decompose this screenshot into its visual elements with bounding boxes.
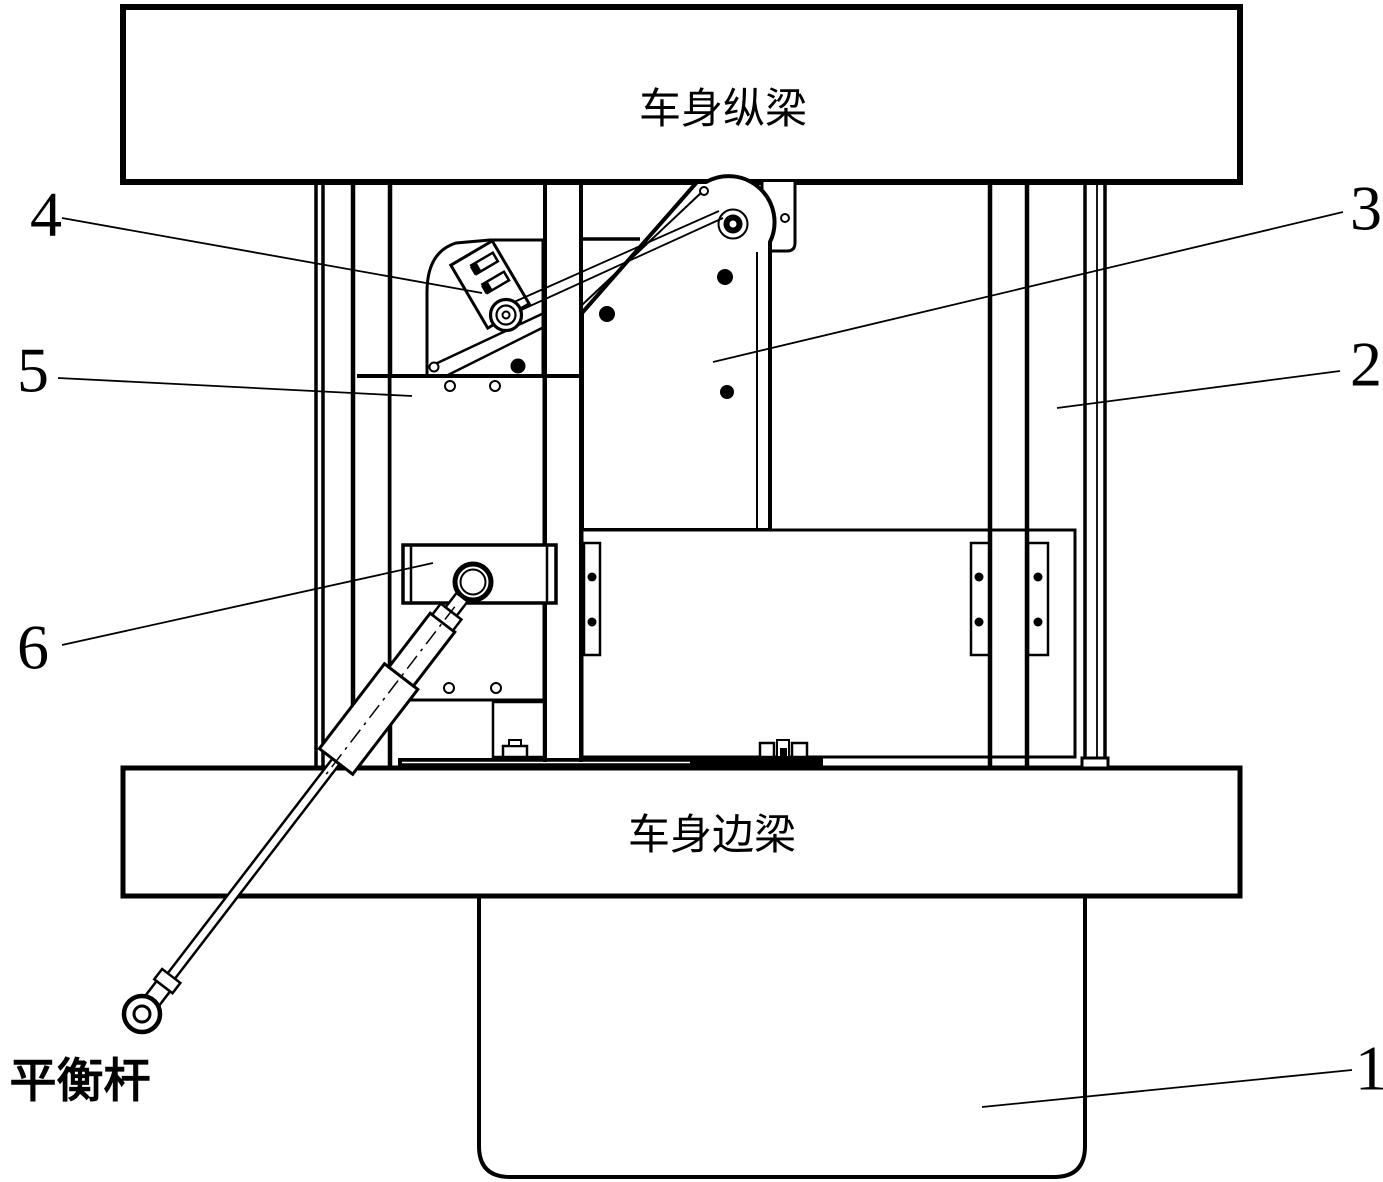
right-narrow-post-part-2: [1080, 182, 1110, 770]
base-plate: [398, 758, 823, 767]
mounting-plate: [580, 528, 1077, 759]
leader-5: [57, 377, 413, 397]
rod-anchor-part-6: [401, 543, 558, 605]
right-wide-post: [987, 182, 1030, 768]
centerline: [323, 606, 456, 778]
pivot-ring: [717, 208, 749, 240]
central-post: [543, 182, 583, 762]
bottom-beam: 车身边梁: [120, 765, 1243, 899]
leader-6: [61, 562, 434, 646]
label-4: 4: [30, 179, 62, 250]
plate-bracket: [1026, 541, 1050, 657]
leader-3: [712, 211, 1344, 363]
balance-rod-label: 平衡杆: [10, 1056, 151, 1108]
left-narrow-post: [314, 182, 325, 768]
bolt: [599, 306, 615, 322]
leader-2: [1056, 370, 1341, 409]
bottom-beam-label: 车身边梁: [628, 813, 796, 859]
belt-lines: [513, 210, 724, 312]
label-6: 6: [17, 612, 49, 683]
bolt-hole: [699, 186, 709, 196]
top-beam-label: 车身纵梁: [639, 87, 807, 133]
plate-bracket: [969, 541, 992, 657]
label-3: 3: [1350, 173, 1382, 244]
tank-part-1: [477, 896, 1087, 1179]
pulley: [488, 297, 524, 333]
label-2: 2: [1350, 329, 1382, 400]
leader-4: [61, 217, 483, 294]
leader-lines: [57, 211, 1353, 1108]
bolt: [717, 269, 733, 285]
label-1: 1: [1355, 1033, 1383, 1104]
plate-bracket: [582, 541, 602, 657]
part-number-labels: 1 2 3 4 5 6 平衡杆: [10, 173, 1383, 1109]
clamp-blocks: [758, 739, 809, 759]
bolt-hole: [780, 213, 790, 223]
bolt: [720, 385, 734, 399]
leader-1: [981, 1069, 1353, 1108]
top-beam: 车身纵梁: [120, 4, 1243, 185]
label-5: 5: [17, 335, 49, 406]
balance-rod: [121, 591, 470, 1035]
motor-bracket-part-4: [425, 238, 547, 380]
swing-arm-part-3: [580, 174, 777, 532]
